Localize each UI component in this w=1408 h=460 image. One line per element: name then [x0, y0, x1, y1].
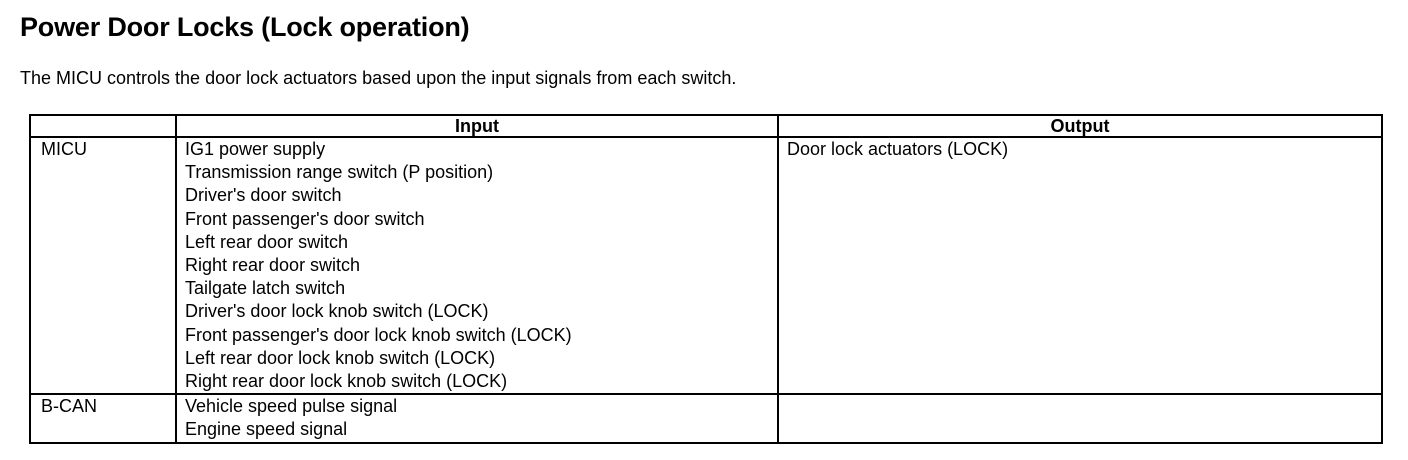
input-item: IG1 power supply: [185, 139, 326, 159]
header-output: Output: [777, 114, 1383, 138]
header-system: [29, 114, 177, 138]
input-item: Right rear door switch: [185, 255, 361, 276]
input-item: Tailgate latch switch: [185, 278, 346, 299]
table-row-micu: MICU IG1 power supply Transmission range…: [29, 135, 1383, 396]
input-item: Driver's door switch: [185, 185, 342, 206]
row-inputs: IG1 power supply Transmission range swit…: [175, 135, 779, 396]
input-item: Driver's door lock knob switch (LOCK): [185, 301, 489, 322]
input-item: Right rear door lock knob switch (LOCK): [185, 371, 508, 392]
row-inputs: Vehicle speed pulse signal Engine speed …: [175, 393, 779, 444]
row-output: Door lock actuators (LOCK): [777, 135, 1383, 396]
input-item: Transmission range switch (P position): [185, 162, 494, 183]
input-item: Engine speed signal: [185, 419, 348, 440]
row-system-label: MICU: [29, 135, 177, 396]
page-title: Power Door Locks (Lock operation): [20, 12, 470, 42]
input-item: Front passenger's door lock knob switch …: [185, 324, 572, 345]
header-input: Input: [175, 114, 779, 138]
input-item: Vehicle speed pulse signal: [185, 396, 398, 417]
input-item: Left rear door lock knob switch (LOCK): [185, 347, 496, 368]
intro-paragraph: The MICU controls the door lock actuator…: [20, 68, 737, 88]
row-system-label: B-CAN: [29, 393, 177, 444]
row-output: [777, 393, 1383, 444]
table-header-row: Input Output: [29, 114, 1383, 138]
input-item: Front passenger's door switch: [185, 208, 425, 229]
input-item: Left rear door switch: [185, 231, 349, 252]
table-row-bcan: B-CAN Vehicle speed pulse signal Engine …: [29, 393, 1383, 444]
lock-operation-table: Input Output MICU IG1 power supply Trans…: [29, 114, 1383, 444]
